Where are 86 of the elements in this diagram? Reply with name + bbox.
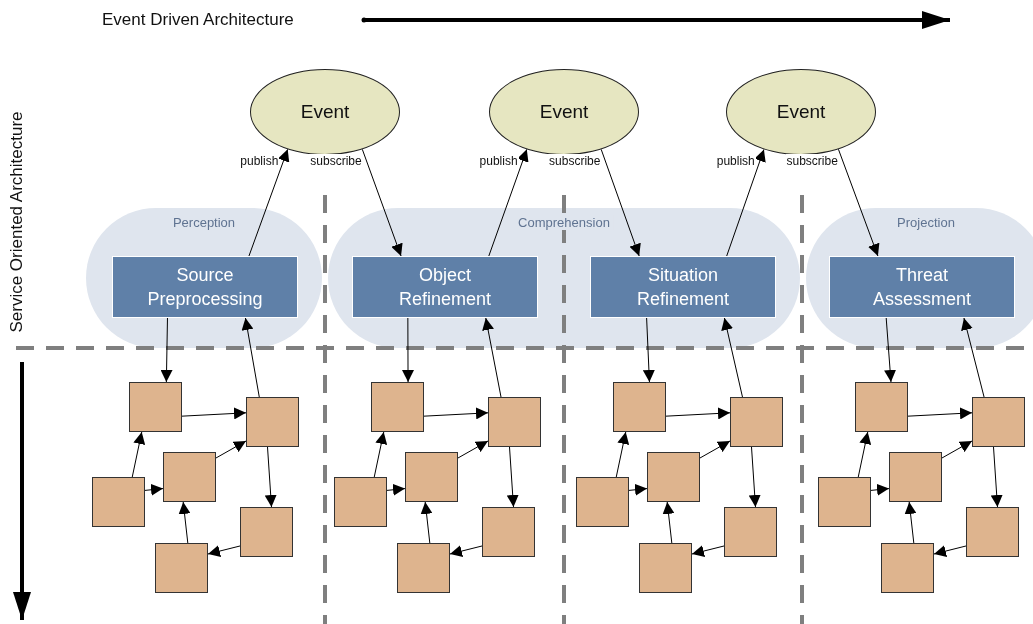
arrow xyxy=(241,317,260,398)
box-shape xyxy=(482,507,535,557)
arrow xyxy=(941,440,973,459)
box-shape xyxy=(889,452,942,502)
group-band xyxy=(328,208,800,348)
arrow xyxy=(144,483,164,496)
arrow xyxy=(160,317,173,383)
arrow xyxy=(215,440,247,459)
arrow xyxy=(423,407,489,420)
arrow xyxy=(264,446,277,508)
box-shape xyxy=(92,477,145,527)
box-shape xyxy=(240,507,293,557)
box-shape xyxy=(397,543,450,593)
box-shape xyxy=(129,382,182,432)
arrow xyxy=(726,148,766,257)
arrow xyxy=(907,407,973,420)
arrow xyxy=(178,501,191,544)
arrow xyxy=(615,431,630,478)
box-shape xyxy=(818,477,871,527)
arrow xyxy=(386,483,406,496)
arrow xyxy=(662,501,675,544)
event-label: Event xyxy=(776,101,826,123)
edge-label: publish xyxy=(239,154,280,169)
arrow xyxy=(721,317,743,398)
arrow xyxy=(457,440,489,459)
arrow xyxy=(628,483,648,496)
box-shape xyxy=(371,382,424,432)
process-label: Object Refinement xyxy=(397,264,493,311)
box-shape xyxy=(488,397,541,447)
arrow xyxy=(248,148,290,257)
arrow xyxy=(961,317,985,398)
event-label: Event xyxy=(539,101,589,123)
arrow xyxy=(181,407,247,420)
group-band xyxy=(806,208,1033,348)
box-shape xyxy=(155,543,208,593)
arrow xyxy=(488,148,529,257)
process-box xyxy=(112,256,298,318)
box-shape xyxy=(966,507,1019,557)
arrow xyxy=(870,483,890,496)
event-label: Event xyxy=(300,101,350,123)
arrow xyxy=(482,317,502,398)
arrow xyxy=(884,317,897,383)
arrow xyxy=(857,431,872,478)
group-band xyxy=(86,208,322,348)
box-shape xyxy=(613,382,666,432)
process-label: Source Preprocessing xyxy=(146,264,264,311)
arrow xyxy=(402,317,414,383)
axis-title: Service Oriented Architecture xyxy=(7,111,27,333)
box-shape xyxy=(724,507,777,557)
box-shape xyxy=(972,397,1025,447)
arrow xyxy=(837,148,880,257)
arrow xyxy=(207,545,241,557)
process-box xyxy=(829,256,1015,318)
box-shape xyxy=(639,543,692,593)
arrow xyxy=(699,440,731,459)
group-label: Comprehension xyxy=(515,215,613,230)
arrow xyxy=(449,545,483,557)
process-label: Threat Assessment xyxy=(871,264,972,311)
arrow xyxy=(933,545,967,557)
arrow xyxy=(420,501,433,544)
arrow xyxy=(748,446,761,508)
process-box xyxy=(352,256,538,318)
box-shape xyxy=(163,452,216,502)
box-shape xyxy=(405,452,458,502)
process-label: Situation Refinement xyxy=(635,264,731,311)
box-shape xyxy=(881,543,934,593)
edge-label: publish xyxy=(478,154,519,169)
box-shape xyxy=(334,477,387,527)
box-shape xyxy=(576,477,629,527)
arrow xyxy=(990,446,1003,508)
arrow xyxy=(600,148,641,257)
arrow xyxy=(904,501,917,544)
box-shape xyxy=(246,397,299,447)
process-box xyxy=(590,256,776,318)
arrow xyxy=(691,545,725,557)
axis-title: Event Driven Architecture xyxy=(102,10,294,30)
box-shape xyxy=(855,382,908,432)
box-shape xyxy=(647,452,700,502)
arrow xyxy=(642,317,655,383)
arrow xyxy=(373,431,388,478)
arrow xyxy=(131,431,146,478)
box-shape xyxy=(730,397,783,447)
edge-label: publish xyxy=(715,154,756,169)
arrow xyxy=(506,446,519,508)
arrow xyxy=(665,407,731,420)
arrow xyxy=(361,148,403,257)
